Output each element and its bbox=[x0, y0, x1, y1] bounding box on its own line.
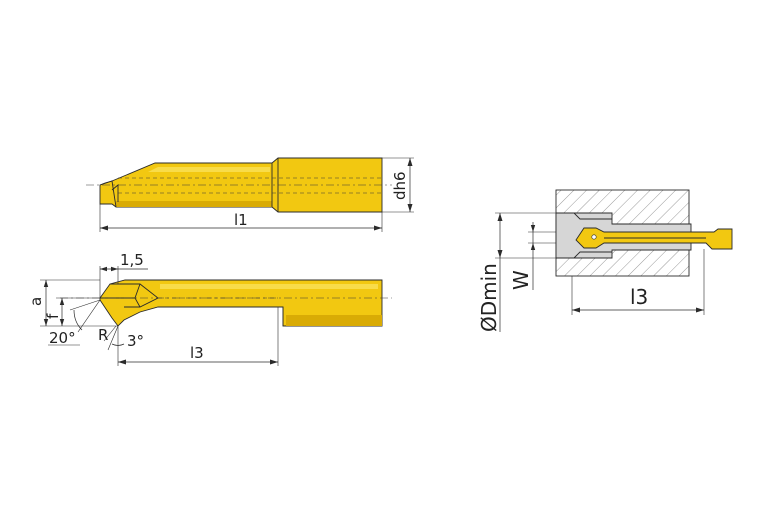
f-arrow-top bbox=[59, 298, 65, 305]
l3-section-arrow-right bbox=[696, 307, 704, 313]
dmin-arrow-top bbox=[497, 213, 503, 221]
chip-len-label: 1,5 bbox=[120, 251, 144, 269]
w-arrow-top bbox=[530, 225, 536, 232]
angle-20-line-1 bbox=[69, 299, 101, 311]
a-arrow-bottom bbox=[43, 319, 49, 326]
angle-3-label: 3° bbox=[127, 332, 144, 350]
a-label: a bbox=[27, 297, 45, 306]
angle-20-line-2 bbox=[77, 299, 101, 333]
w-label: W bbox=[509, 270, 533, 290]
r-leader bbox=[103, 325, 117, 342]
dmin-arrow-bottom bbox=[497, 250, 503, 258]
l3-side-arrow-right bbox=[270, 359, 278, 365]
w-arrow-bottom bbox=[530, 243, 536, 250]
tool-section bbox=[575, 227, 733, 250]
dh6-arrow-top bbox=[407, 158, 413, 166]
tool-body-side bbox=[99, 279, 383, 327]
tool-section-tip bbox=[591, 234, 597, 240]
l3-side-arrow-left bbox=[118, 359, 126, 365]
f-arrow-bottom bbox=[59, 319, 65, 326]
angle-20-label: 20° bbox=[49, 329, 76, 347]
section-view: ØDmin W l3 bbox=[477, 189, 733, 332]
l1-arrow-right bbox=[374, 225, 382, 231]
tool-highlight-top bbox=[148, 167, 270, 172]
chip-len-arrow-right bbox=[111, 266, 118, 272]
dh6-label: dh6 bbox=[391, 171, 409, 200]
chip-len-arrow-left bbox=[100, 266, 107, 272]
l1-arrow-left bbox=[100, 225, 108, 231]
bore-chamfer bbox=[556, 212, 612, 259]
r-label: R bbox=[98, 326, 108, 344]
angle-20-arc bbox=[73, 309, 83, 331]
top-view: dh6 l1 bbox=[86, 157, 414, 232]
tool-shade-side bbox=[286, 315, 382, 326]
l1-label: l1 bbox=[234, 211, 248, 229]
l3-section-arrow-left bbox=[572, 307, 580, 313]
angle-3-line bbox=[107, 325, 119, 351]
l3-side-label: l3 bbox=[190, 344, 204, 362]
l3-section-label: l3 bbox=[630, 285, 648, 309]
dh6-arrow-bottom bbox=[407, 204, 413, 212]
tool-highlight-side bbox=[160, 284, 378, 289]
tool-shade-top bbox=[116, 201, 272, 207]
side-view: 1,5 a f 20° R 3° l3 bbox=[27, 251, 392, 366]
f-label: f bbox=[44, 313, 62, 319]
dmin-label: ØDmin bbox=[477, 263, 501, 332]
a-arrow-top bbox=[43, 280, 49, 287]
